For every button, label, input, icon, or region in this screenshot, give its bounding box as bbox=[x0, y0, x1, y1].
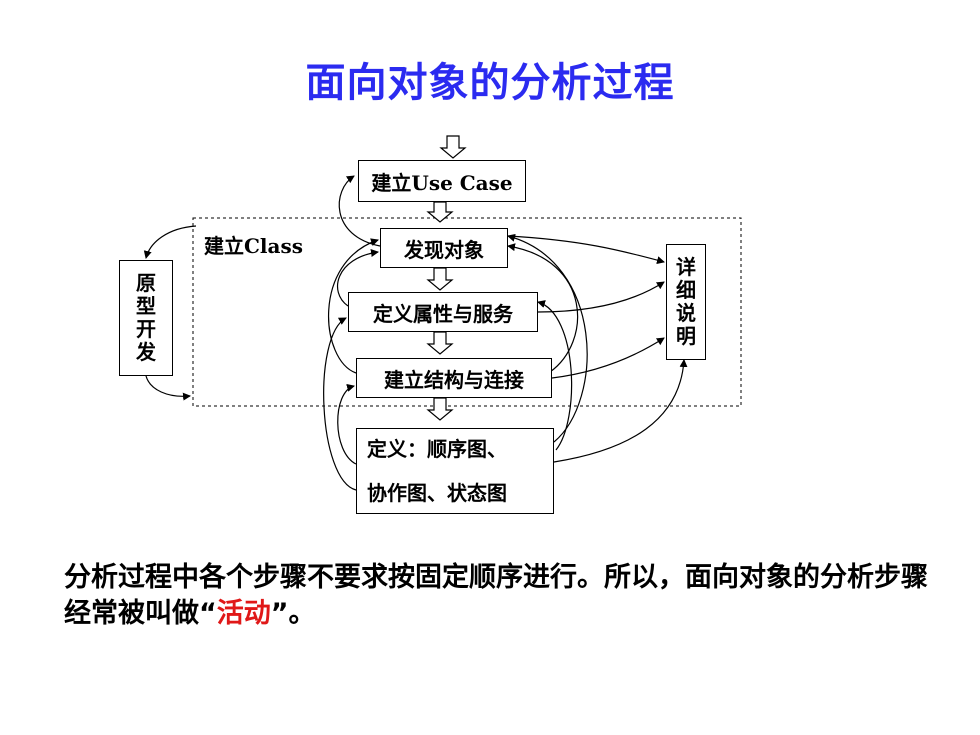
arrow-attrs-details bbox=[530, 281, 665, 317]
description-text: 分析过程中各个步骤不要求按固定顺序进行。所以，面向对象的分析步骤经常被叫做“ bbox=[64, 562, 928, 629]
step-define-diagrams-line1: 定义：顺序图、 bbox=[367, 437, 507, 461]
step-use-case: 建立Use Case bbox=[358, 160, 526, 202]
hollow-arrow-top bbox=[439, 135, 467, 159]
class-frame bbox=[192, 217, 742, 407]
arrow-attrs-to-find bbox=[336, 249, 379, 307]
description-paragraph: 分析过程中各个步骤不要求按固定顺序进行。所以，面向对象的分析步骤经常被叫做“活动… bbox=[64, 560, 944, 632]
details-box: 详 细 说 明 bbox=[666, 244, 706, 360]
hollow-arrow-1 bbox=[426, 201, 454, 223]
arrow-diag-to-attrs bbox=[323, 317, 357, 491]
arrow-diag-to-struct bbox=[337, 384, 357, 465]
prototype-char: 开 bbox=[136, 317, 156, 341]
description-highlight: 活动 bbox=[216, 598, 271, 629]
step-define-diagrams: 定义：顺序图、 协作图、状态图 bbox=[356, 428, 554, 514]
arrow-frame-to-prototype bbox=[143, 225, 197, 259]
prototype-char: 原 bbox=[136, 271, 156, 295]
step-build-structure: 建立结构与连接 bbox=[356, 358, 552, 398]
step-find-objects: 发现对象 bbox=[380, 228, 508, 268]
arrow-diag-to-find-right bbox=[507, 233, 588, 443]
hollow-arrow-3 bbox=[426, 331, 454, 355]
arrow-struct-to-find bbox=[327, 238, 379, 374]
hollow-arrow-4 bbox=[426, 397, 454, 421]
prototype-box: 原 型 开 发 bbox=[119, 260, 173, 376]
class-frame-label: 建立Class bbox=[204, 234, 303, 258]
arrow-find-to-usecase bbox=[338, 175, 381, 247]
details-char: 明 bbox=[676, 324, 696, 348]
prototype-char: 发 bbox=[136, 340, 156, 364]
step-define-attributes: 定义属性与服务 bbox=[348, 292, 538, 332]
hollow-arrow-2 bbox=[426, 267, 454, 291]
page-title: 面向对象的分析过程 bbox=[305, 60, 675, 106]
details-char: 详 bbox=[676, 255, 696, 279]
step-define-diagrams-line2: 协作图、状态图 bbox=[367, 481, 507, 505]
arrow-find-details bbox=[500, 231, 665, 265]
prototype-char: 型 bbox=[136, 294, 156, 318]
description-text-end: ”。 bbox=[270, 598, 316, 629]
arrow-diag-details bbox=[546, 359, 688, 468]
details-char: 细 bbox=[676, 278, 696, 302]
arrow-struct-details bbox=[544, 337, 665, 383]
arrow-prototype-to-frame bbox=[145, 375, 191, 401]
details-char: 说 bbox=[676, 301, 696, 325]
